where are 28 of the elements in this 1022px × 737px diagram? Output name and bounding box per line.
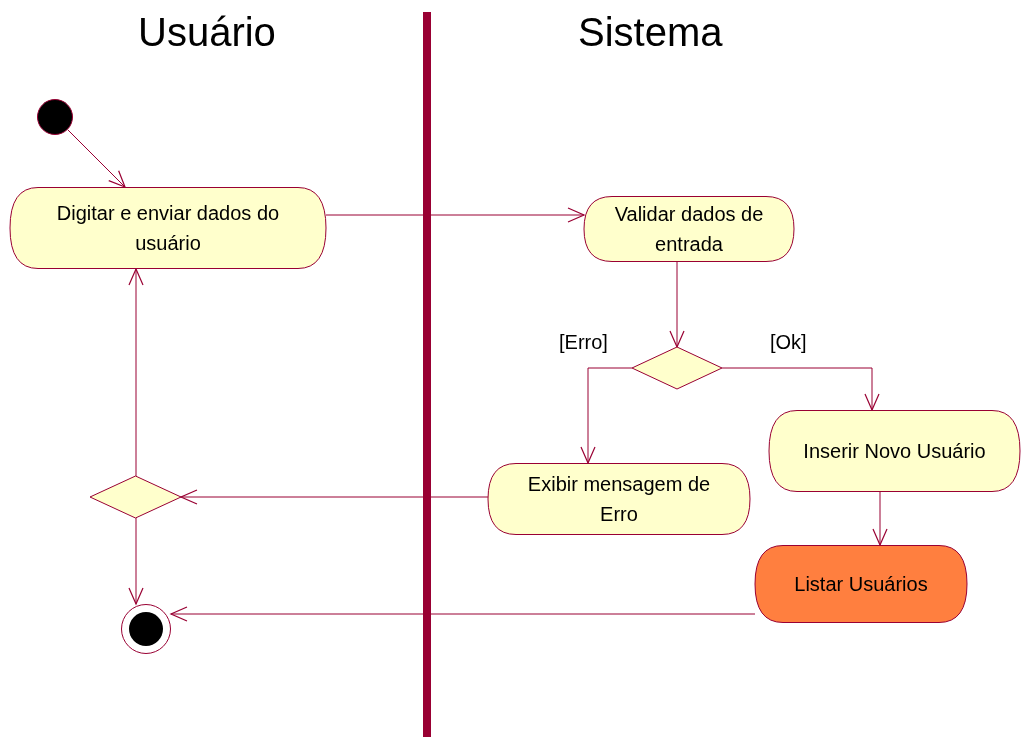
activity-label: Validar dados de entrada <box>613 202 765 257</box>
activity-box <box>755 545 967 623</box>
arrow <box>721 367 880 411</box>
arrow <box>872 491 888 546</box>
arrow <box>325 207 585 223</box>
activity-box <box>10 187 326 269</box>
activity-box <box>769 410 1020 492</box>
guard-label: [Ok] <box>770 331 807 353</box>
arrow <box>180 489 489 505</box>
arrow <box>67 129 126 188</box>
final-node <box>121 604 171 654</box>
arrow <box>128 268 144 477</box>
arrow <box>580 367 633 464</box>
decision-diamond <box>90 476 181 518</box>
activity-label: Inserir Novo Usuário <box>802 439 987 464</box>
arrow <box>669 261 685 348</box>
activity-label: Listar Usuários <box>793 572 929 597</box>
arrow <box>170 606 756 622</box>
activity-box <box>584 196 794 262</box>
arrow <box>128 517 144 605</box>
activity-label: Exibir mensagem de Erro <box>526 472 712 527</box>
activity-box <box>488 463 750 535</box>
activity-label: Digitar e enviar dados do usuário <box>55 201 281 256</box>
swimlane-header: Sistema <box>578 10 723 55</box>
guard-label: [Erro] <box>559 331 608 353</box>
decision-diamond <box>632 347 722 389</box>
swimlane-header: Usuário <box>138 10 276 55</box>
initial-node <box>37 99 73 135</box>
